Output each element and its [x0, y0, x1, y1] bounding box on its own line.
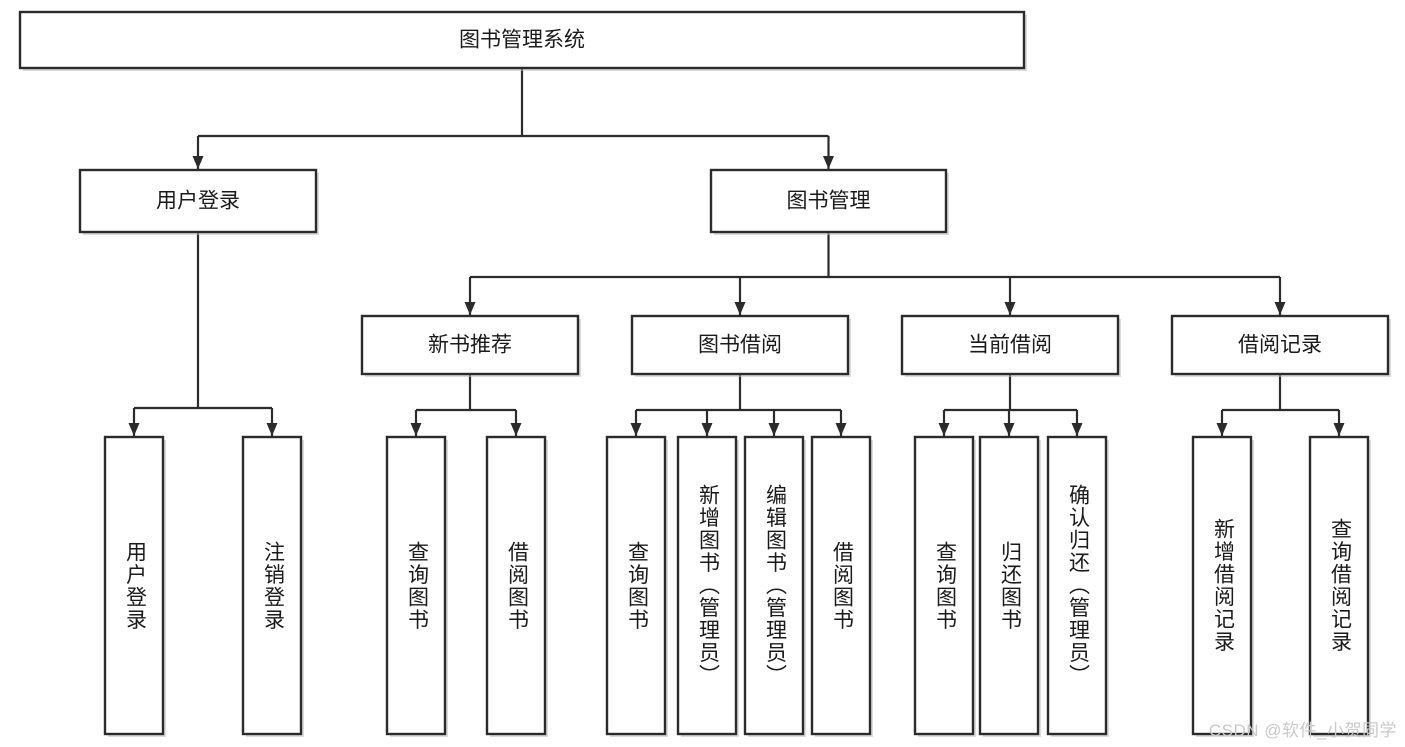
node-label-new-book-rec: 新书推荐 [428, 334, 512, 357]
node-label-book-manage: 图书管理 [787, 190, 871, 213]
arrow-head-current-borrow [1004, 302, 1016, 315]
arrow-head-book-manage [823, 156, 834, 169]
node-box-user-login[interactable] [78, 168, 318, 234]
node-label-borrow-record: 借阅记录 [1238, 334, 1322, 357]
arrow-head-book-borrow [734, 302, 746, 315]
connectors-layer [128, 68, 1345, 436]
node-box-leaf-add-record[interactable] [1191, 435, 1253, 736]
node-label-book-borrow: 图书借阅 [698, 334, 782, 357]
node-box-leaf-query-record[interactable] [1308, 435, 1370, 736]
node-box-leaf-confirm-return[interactable] [1046, 435, 1108, 736]
arrow-head-leaf-logout [266, 423, 278, 436]
arrow-head-leaf-query-book-1 [410, 423, 422, 436]
node-box-leaf-query-book-2[interactable] [605, 435, 667, 736]
arrow-head-leaf-query-book-2 [630, 423, 642, 436]
node-box-book-borrow[interactable] [630, 314, 850, 376]
arrow-head-new-book-rec [464, 302, 476, 315]
node-box-new-book-rec[interactable] [360, 314, 580, 376]
arrow-head-leaf-user-login [128, 423, 140, 436]
node-box-leaf-query-book-3[interactable] [913, 435, 975, 736]
node-box-leaf-borrow-book-2[interactable] [810, 435, 872, 736]
arrow-head-user-login [192, 156, 204, 169]
arrow-head-leaf-add-book [701, 423, 713, 436]
arrow-head-leaf-add-record [1216, 423, 1228, 436]
arrow-head-leaf-borrow-book-2 [835, 423, 847, 436]
arrow-head-leaf-confirm-return [1071, 423, 1083, 436]
node-label-root: 图书管理系统 [459, 29, 585, 52]
node-box-leaf-user-login[interactable] [103, 435, 165, 736]
node-label-current-borrow: 当前借阅 [968, 334, 1052, 357]
arrow-head-leaf-edit-book [768, 423, 780, 436]
node-box-borrow-record[interactable] [1170, 314, 1390, 376]
node-box-leaf-borrow-book-1[interactable] [485, 435, 547, 736]
arrow-head-leaf-return-book [1003, 423, 1015, 436]
node-box-root[interactable] [18, 10, 1026, 70]
node-box-current-borrow[interactable] [900, 314, 1120, 376]
arrow-head-leaf-borrow-book-1 [510, 423, 522, 436]
watermark: CSDN @软件_小贺同学 [1208, 721, 1397, 740]
arrow-head-leaf-query-book-3 [938, 423, 950, 436]
node-label-user-login: 用户登录 [156, 190, 240, 213]
boxes-layer [18, 10, 1391, 737]
node-box-leaf-logout[interactable] [241, 435, 303, 736]
node-box-leaf-edit-book[interactable] [743, 435, 805, 736]
node-box-leaf-add-book[interactable] [676, 435, 738, 736]
arrow-head-borrow-record [1274, 302, 1286, 315]
arrow-head-leaf-query-record [1333, 423, 1345, 436]
node-box-leaf-return-book[interactable] [978, 435, 1040, 736]
node-box-book-manage[interactable] [709, 168, 948, 234]
node-box-leaf-query-book-1[interactable] [385, 435, 447, 736]
